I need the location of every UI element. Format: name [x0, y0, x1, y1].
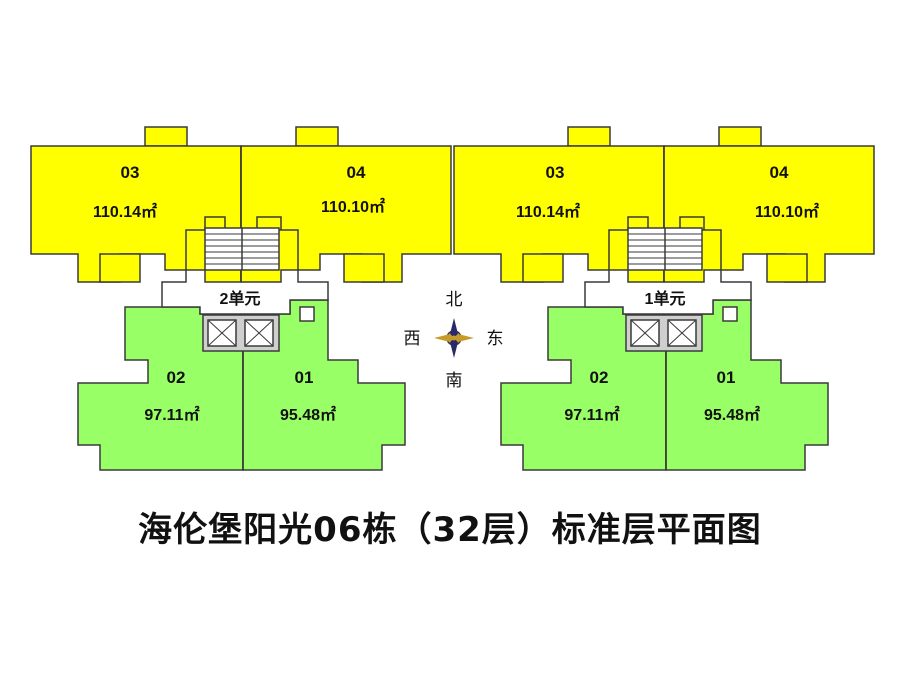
room-area: 97.11㎡ [144, 405, 199, 424]
room-number: 01 [295, 368, 314, 387]
room-area: 97.11㎡ [564, 405, 619, 424]
page-title: 海伦堡阳光06栋（32层）标准层平面图 [138, 510, 762, 550]
building-unit-2 [30, 126, 452, 471]
room-area: 110.10㎡ [755, 202, 819, 221]
room-area: 110.14㎡ [516, 202, 580, 221]
compass-south: 南 [446, 371, 463, 391]
room-area: 95.48㎡ [280, 405, 336, 424]
room-number: 02 [590, 368, 609, 387]
compass-north: 北 [446, 290, 463, 310]
apartment-04 [240, 145, 452, 283]
room-area: 110.14㎡ [93, 202, 157, 221]
room-number: 03 [546, 163, 565, 182]
stair-icon [627, 227, 703, 271]
building-unit-1 [453, 126, 875, 471]
room-number: 02 [167, 368, 186, 387]
unit-label: 1单元 [645, 289, 686, 308]
elevator-icon [202, 314, 280, 352]
room-area: 95.48㎡ [704, 405, 760, 424]
room-area: 110.10㎡ [321, 197, 385, 216]
unit-label: 2单元 [220, 289, 261, 308]
elevator-icon [625, 314, 703, 352]
room-number: 01 [717, 368, 736, 387]
compass-west: 西 [404, 329, 421, 349]
room-number: 03 [121, 163, 140, 182]
room-number: 04 [770, 163, 789, 182]
compass-rose-icon [434, 318, 474, 358]
compass-east: 东 [487, 329, 504, 349]
apartment-04 [663, 145, 875, 283]
stair-icon [204, 227, 280, 271]
room-number: 04 [347, 163, 366, 182]
